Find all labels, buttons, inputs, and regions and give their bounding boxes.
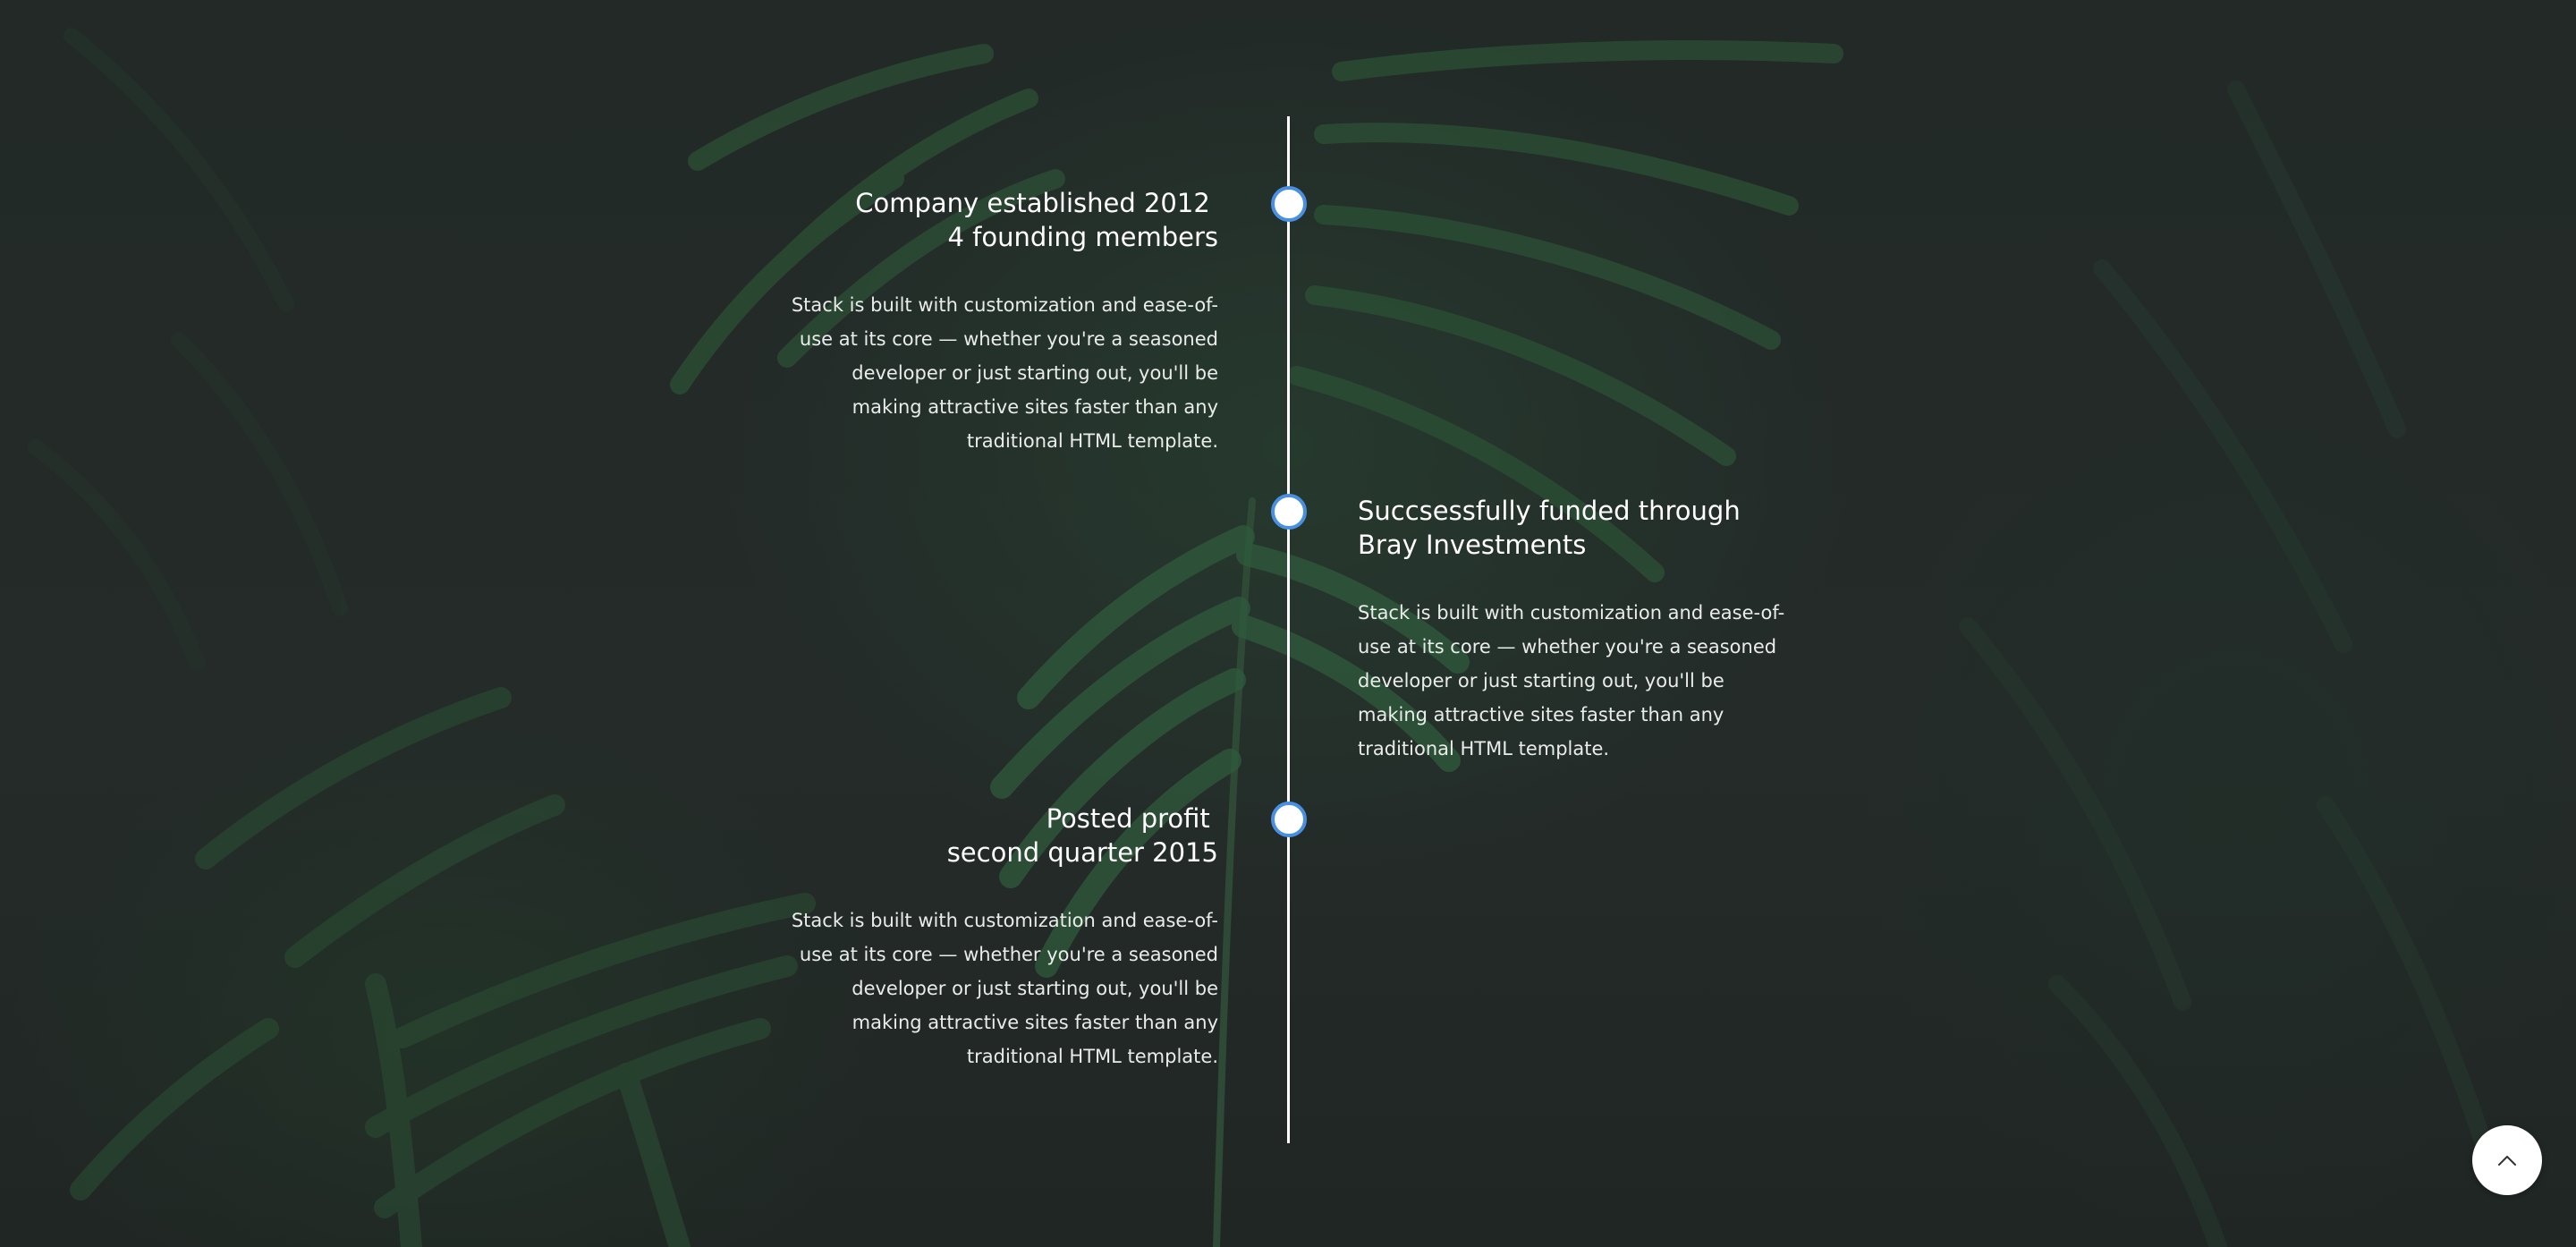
timeline-node	[1271, 802, 1307, 837]
timeline-entry: Posted profit second quarter 2015 Stack …	[789, 802, 1218, 1073]
entry-title-line1: Posted profit	[1046, 803, 1218, 834]
chevron-up-icon	[2498, 1156, 2516, 1166]
entry-title: Posted profit second quarter 2015	[789, 802, 1218, 870]
entry-title: Company established 2012 4 founding memb…	[789, 186, 1218, 254]
timeline-node	[1271, 186, 1307, 222]
entry-title-line2: 4 founding members	[947, 222, 1218, 252]
entry-title-line1: Company established 2012	[855, 188, 1218, 218]
back-to-top-button[interactable]	[2472, 1125, 2542, 1195]
entry-title-line1: Succsessfully funded through	[1358, 496, 1741, 526]
entry-description: Stack is built with customization and ea…	[791, 910, 1218, 1067]
entry-description: Stack is built with customization and ea…	[791, 294, 1218, 452]
entry-title-line2: second quarter 2015	[946, 837, 1218, 868]
timeline-node	[1271, 494, 1307, 530]
entry-description: Stack is built with customization and ea…	[1358, 602, 1785, 759]
timeline-entry: Succsessfully funded through Bray Invest…	[1358, 494, 1787, 766]
timeline-line	[1287, 116, 1290, 1143]
entry-title: Succsessfully funded through Bray Invest…	[1358, 494, 1787, 562]
entry-title-line2: Bray Investments	[1358, 530, 1587, 560]
timeline-entry: Company established 2012 4 founding memb…	[789, 186, 1218, 458]
